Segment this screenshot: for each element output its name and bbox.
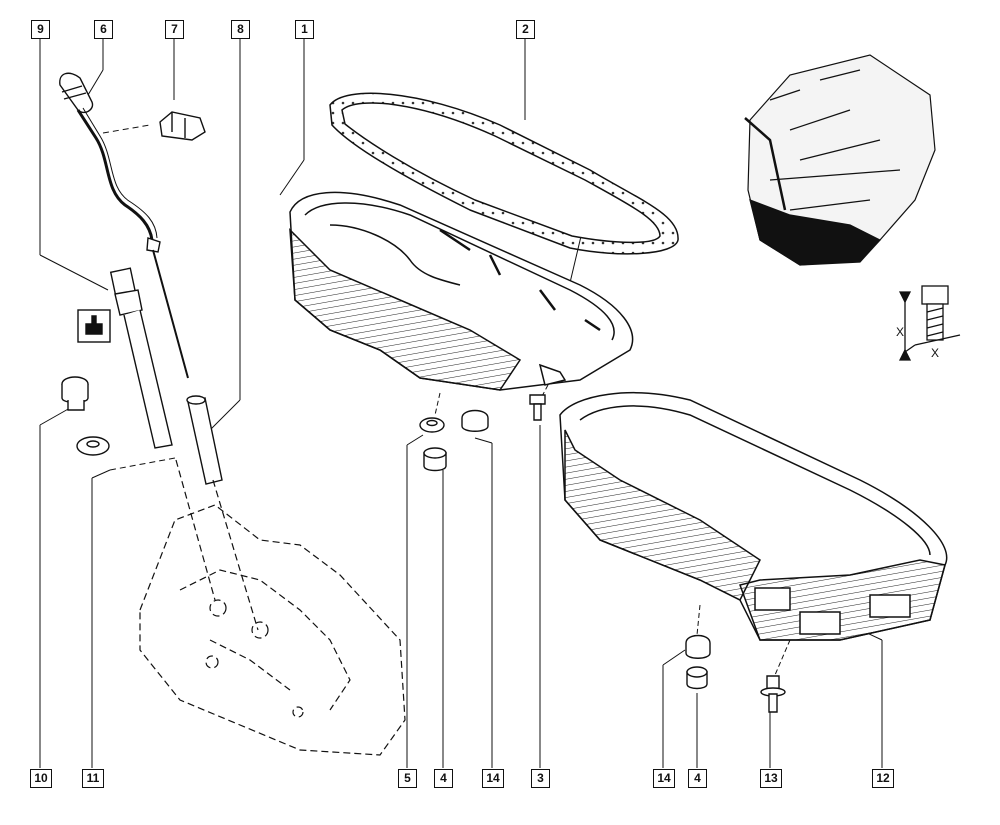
callout-2: 2: [516, 20, 535, 39]
callout-7: 7: [165, 20, 184, 39]
callout-14-right: 14: [653, 769, 675, 788]
callout-12: 12: [872, 769, 894, 788]
clip-7: [159, 111, 206, 141]
callout-9: 9: [31, 20, 50, 39]
fasteners: [419, 394, 786, 713]
dimension-x-bottom: X: [931, 346, 939, 360]
lower-sump-12: [559, 392, 948, 641]
drain-plug-10: [61, 376, 89, 411]
callout-13: 13: [760, 769, 782, 788]
callout-1: 1: [295, 20, 314, 39]
upper-sump-1: [289, 191, 634, 391]
callout-4: 4: [434, 769, 453, 788]
sensor-9: [109, 267, 173, 449]
bolt-3: [529, 394, 546, 405]
callout-14: 14: [482, 769, 504, 788]
oil-symbol-icon: [77, 309, 111, 343]
seal-14a: [461, 409, 489, 432]
engine-block-outline: [139, 459, 406, 756]
callout-8: 8: [231, 20, 250, 39]
callout-3: 3: [531, 769, 550, 788]
dimension-x-left: X: [896, 325, 904, 339]
engine-thumbnail: [744, 54, 936, 266]
guide-tube-8: [186, 395, 223, 485]
callout-10: 10: [30, 769, 52, 788]
washer-11: [76, 436, 110, 456]
callout-4-right: 4: [688, 769, 707, 788]
gasket-2: [329, 92, 679, 255]
callout-5: 5: [398, 769, 417, 788]
dipstick-6: [59, 72, 189, 379]
bolt-dimension-symbol: X X: [896, 285, 961, 361]
seal-14b: [685, 634, 711, 659]
callout-6: 6: [94, 20, 113, 39]
callout-11: 11: [82, 769, 104, 788]
